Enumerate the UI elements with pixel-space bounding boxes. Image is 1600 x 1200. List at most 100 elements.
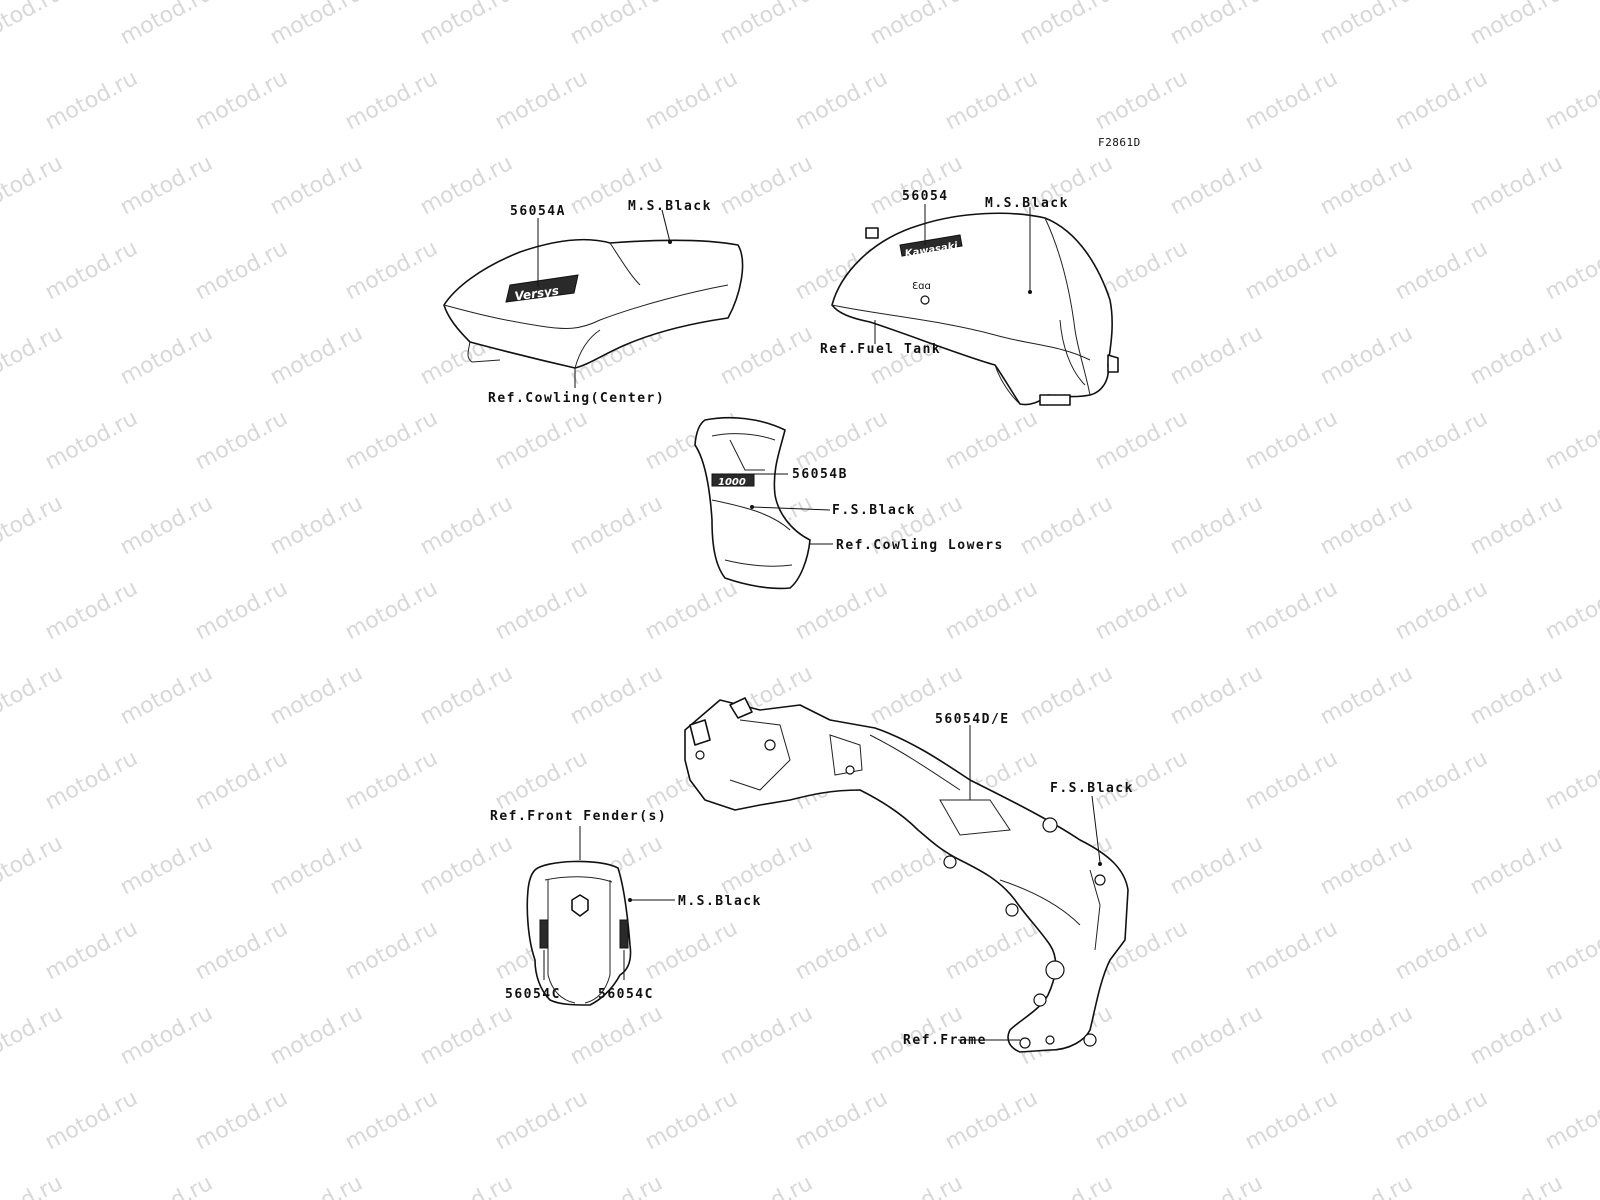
watermark-text: motod.ru [0, 151, 67, 220]
watermark-text: motod.ru [1391, 576, 1492, 645]
tank-color-label: M.S.Black [985, 196, 1069, 211]
fender-emblem-icon [571, 894, 589, 917]
watermark-text: motod.ru [1391, 746, 1492, 815]
watermark-text: motod.ru [266, 831, 367, 900]
figure-code: F2861D [1098, 136, 1141, 149]
watermark-text: motod.ru [191, 66, 292, 135]
watermark-text: motod.ru [1541, 576, 1600, 645]
watermark-text: motod.ru [341, 746, 442, 815]
watermark-text: motod.ru [641, 1086, 742, 1155]
watermark-text: motod.ru [1466, 491, 1567, 560]
watermark-text: motod.ru [1016, 491, 1117, 560]
cowling-center-color-label: M.S.Black [628, 199, 712, 214]
watermark-text: motod.ru [416, 151, 517, 220]
watermark-text: motod.ru [491, 66, 592, 135]
watermark-text: motod.ru [1091, 66, 1192, 135]
watermark-text: motod.ru [266, 151, 367, 220]
watermark-text: motod.ru [566, 661, 667, 730]
watermark-text: motod.ru [1316, 0, 1417, 50]
watermark-text: motod.ru [1316, 1171, 1417, 1200]
watermark-text: motod.ru [1016, 0, 1117, 50]
watermark-text: motod.ru [116, 831, 217, 900]
fender-color-label: M.S.Black [678, 894, 762, 909]
watermark-text: motod.ru [341, 236, 442, 305]
watermark-text: motod.ru [191, 406, 292, 475]
lower-decal-icon [711, 473, 755, 487]
watermark-text: motod.ru [266, 0, 367, 50]
watermark-text: motod.ru [0, 661, 67, 730]
cowling-center-part-number: 56054A [510, 204, 566, 219]
watermark-text: motod.ru [1316, 151, 1417, 220]
watermark-text: motod.ru [1541, 746, 1600, 815]
lower-color-label: F.S.Black [832, 503, 916, 518]
lower-logo-text: 1000 [718, 477, 746, 488]
watermark-text: motod.ru [0, 321, 67, 390]
watermark-text: motod.ru [1466, 321, 1567, 390]
watermark-text: motod.ru [266, 321, 367, 390]
watermark-text: motod.ru [1016, 1171, 1117, 1200]
watermark-text: motod.ru [191, 746, 292, 815]
watermark-text: motod.ru [941, 66, 1042, 135]
watermark-text: motod.ru [116, 0, 217, 50]
watermark-text: motod.ru [1466, 1001, 1567, 1070]
watermark-text: motod.ru [1166, 831, 1267, 900]
watermark-text: motod.ru [1091, 406, 1192, 475]
watermark-text: motod.ru [716, 151, 817, 220]
lower-part-number: 56054B [792, 467, 848, 482]
watermark-text: motod.ru [416, 491, 517, 560]
watermark-text: motod.ru [941, 916, 1042, 985]
watermark-text: motod.ru [1466, 831, 1567, 900]
watermark-text: motod.ru [566, 1171, 667, 1200]
watermark-text: motod.ru [1016, 661, 1117, 730]
watermark-text: motod.ru [41, 916, 142, 985]
watermark-text: motod.ru [716, 1171, 817, 1200]
watermark-text: motod.ru [866, 151, 967, 220]
watermark-text: motod.ru [266, 491, 367, 560]
watermark-text: motod.ru [491, 746, 592, 815]
watermark-text: motod.ru [1541, 236, 1600, 305]
fender-left-part-number: 56054C [505, 987, 561, 1002]
watermark-text: motod.ru [1241, 236, 1342, 305]
watermark-text: motod.ru [1466, 661, 1567, 730]
watermark-text: motod.ru [1316, 321, 1417, 390]
watermark-text: motod.ru [191, 576, 292, 645]
watermark-text: motod.ru [1316, 1001, 1417, 1070]
watermark-text: motod.ru [416, 831, 517, 900]
tank-small-emblem-icon [865, 227, 879, 239]
watermark-text: motod.ru [1091, 1086, 1192, 1155]
watermark-text: motod.ru [116, 1171, 217, 1200]
watermark-text: motod.ru [191, 236, 292, 305]
watermark-text: motod.ru [1541, 406, 1600, 475]
watermark-text: motod.ru [1241, 66, 1342, 135]
watermark-text: motod.ru [941, 406, 1042, 475]
watermark-text: motod.ru [191, 916, 292, 985]
watermark-text: motod.ru [491, 406, 592, 475]
watermark-text: motod.ru [1241, 1086, 1342, 1155]
watermark-text: motod.ru [941, 576, 1042, 645]
tank-part-number: 56054 [902, 189, 949, 204]
fender-decal-right-icon [619, 919, 629, 949]
watermark-text: motod.ru [416, 0, 517, 50]
watermark-text: motod.ru [716, 0, 817, 50]
watermark-text: motod.ru [641, 576, 742, 645]
watermark-text: motod.ru [0, 1001, 67, 1070]
watermark-text: motod.ru [0, 831, 67, 900]
frame-color-label: F.S.Black [1050, 781, 1134, 796]
watermark-text: motod.ru [1391, 236, 1492, 305]
lower-reference: Ref.Cowling Lowers [836, 538, 1004, 553]
watermark-text: motod.ru [41, 576, 142, 645]
watermark-text: motod.ru [791, 66, 892, 135]
frame-decal-area-icon [939, 799, 1011, 836]
watermark-text: motod.ru [791, 916, 892, 985]
watermark-text: motod.ru [1391, 66, 1492, 135]
frame-part-number: 56054D/E [935, 712, 1010, 727]
watermark-text: motod.ru [641, 916, 742, 985]
watermark-text: motod.ru [866, 1171, 967, 1200]
watermark-text: motod.ru [1091, 576, 1192, 645]
fender-right-part-number: 56054C [598, 987, 654, 1002]
fender-decal-left-icon [539, 919, 549, 949]
watermark-text: motod.ru [716, 831, 817, 900]
watermark-text: motod.ru [41, 66, 142, 135]
watermark-text: motod.ru [941, 1086, 1042, 1155]
